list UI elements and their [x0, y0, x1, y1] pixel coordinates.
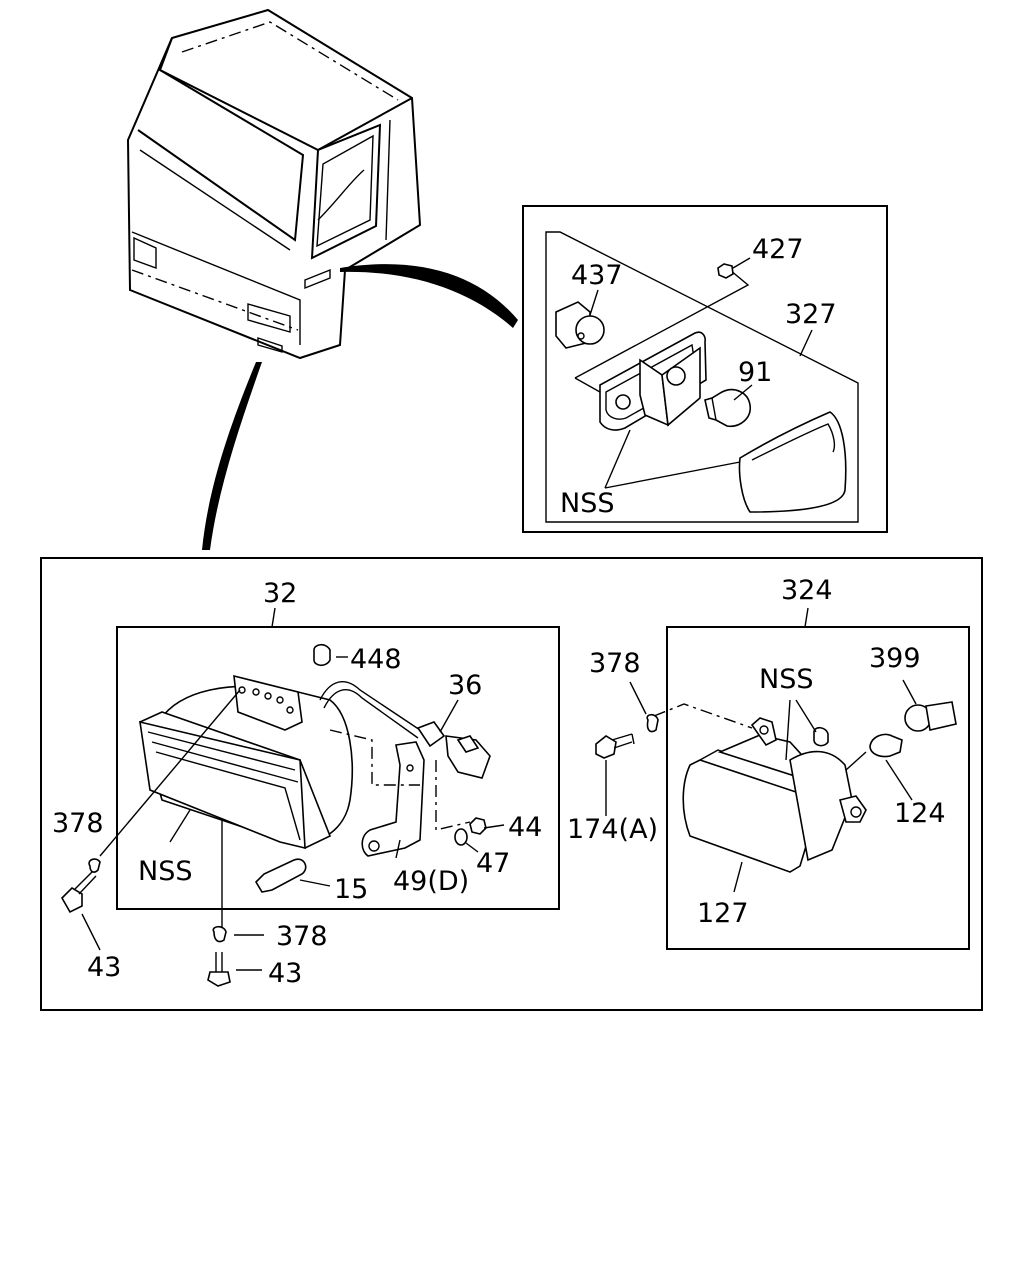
grommet-part: [313, 643, 331, 667]
pointer-to-side-marker: [340, 264, 518, 328]
pointer-to-front-lamps: [202, 362, 262, 550]
callout-32: 32: [263, 578, 297, 609]
fog-lamp-assembly-box: [40, 557, 983, 1011]
bulb-part: [869, 733, 903, 758]
callout-91: 91: [738, 357, 772, 388]
callout-36: 36: [448, 670, 482, 701]
callout-437: 437: [571, 260, 623, 291]
left-fasteners: [61, 858, 264, 987]
callout-324: 324: [781, 575, 833, 606]
bulb-part: [704, 388, 751, 428]
callout-378-bottom: 378: [276, 921, 328, 952]
callout-427: 427: [752, 234, 804, 265]
callout-378-right: 378: [589, 648, 641, 679]
right-fasteners: [595, 681, 659, 816]
callout-378-left: 378: [52, 808, 104, 839]
washer-part: [454, 828, 468, 846]
callout-15: 15: [334, 874, 368, 905]
callout-49d: 49(D): [393, 866, 469, 897]
callout-448: 448: [350, 644, 402, 675]
callout-174a: 174(A): [567, 814, 658, 845]
side-marker-lamp-box: [522, 205, 888, 533]
callout-nss-left: NSS: [138, 856, 192, 887]
callout-labels: 427 437 327 91 NSS 32 448 36 378 NSS 15 …: [52, 234, 946, 989]
lens-part: [738, 411, 847, 513]
callout-47: 47: [476, 848, 510, 879]
socket-part: [555, 301, 605, 349]
nut-part: [469, 817, 487, 835]
callout-44: 44: [508, 812, 542, 843]
callout-124: 124: [894, 798, 946, 829]
callout-nss-top: NSS: [560, 488, 614, 519]
callout-127: 127: [697, 898, 749, 929]
callout-43-bottom: 43: [268, 958, 302, 989]
callout-nss-right: NSS: [759, 664, 813, 695]
callout-327: 327: [785, 299, 837, 330]
right-fog-lamp-group: [653, 607, 970, 950]
socket-part: [904, 701, 957, 732]
callout-43-left: 43: [87, 952, 121, 983]
truck-cab-illustration: [126, 8, 422, 360]
left-fog-lamp-group: [99, 607, 560, 928]
bulb-part: [254, 858, 307, 893]
callout-399: 399: [869, 643, 921, 674]
nut-part: [717, 263, 734, 279]
